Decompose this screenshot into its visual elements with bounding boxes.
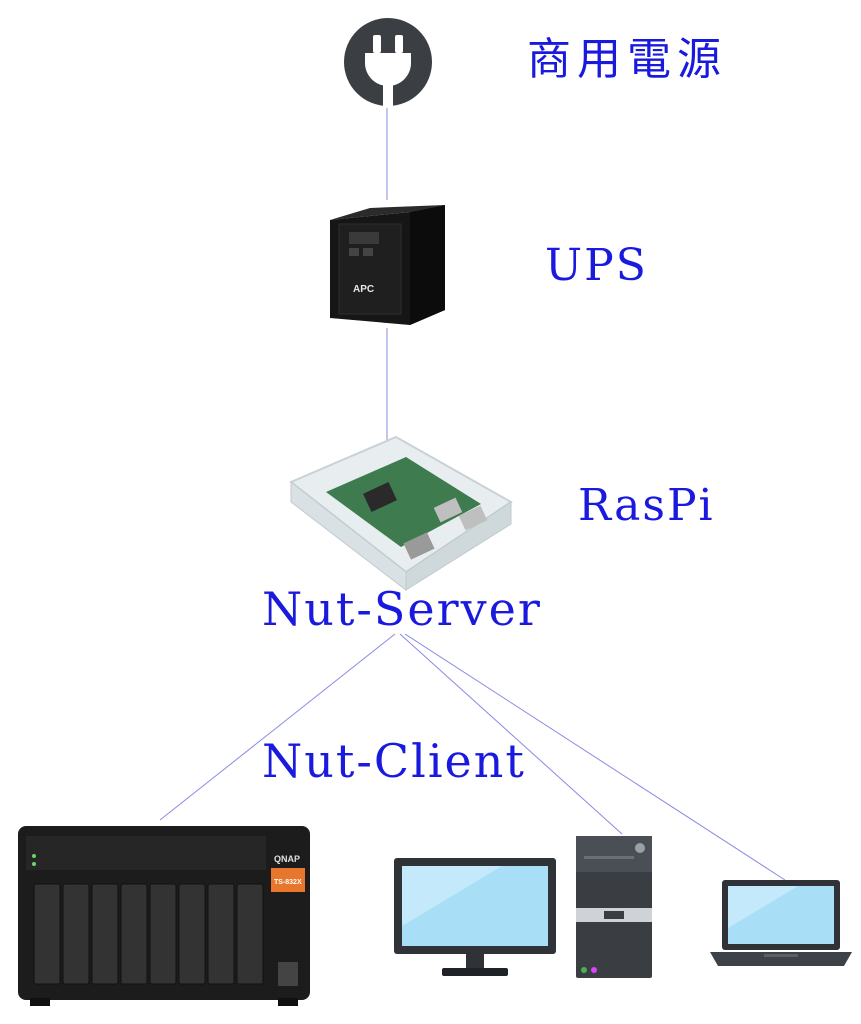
raspi-label: RasPi [578,480,715,531]
pc-tower-icon [576,836,652,978]
ups-icon: APC [330,205,445,325]
line-server-to-nas [159,633,396,821]
nas-icon: QNAP TS-832X [18,826,310,1006]
raspberry-pi-icon [289,435,513,592]
nut-server-label: Nut-Server [262,582,542,636]
line-server-to-tower [399,633,623,835]
mains-power-label: 商用電源 [527,34,727,85]
power-plug-icon [344,18,432,107]
line-server-to-laptop [404,633,786,881]
laptop-icon [710,880,852,966]
nas-model-text: TS-832X [274,879,302,886]
nut-client-label: Nut-Client [262,734,526,788]
ups-brand-text: APC [353,284,374,295]
nas-brand-text: QNAP [274,854,300,864]
ups-label: UPS [545,240,648,291]
desktop-monitor-icon [394,858,556,976]
